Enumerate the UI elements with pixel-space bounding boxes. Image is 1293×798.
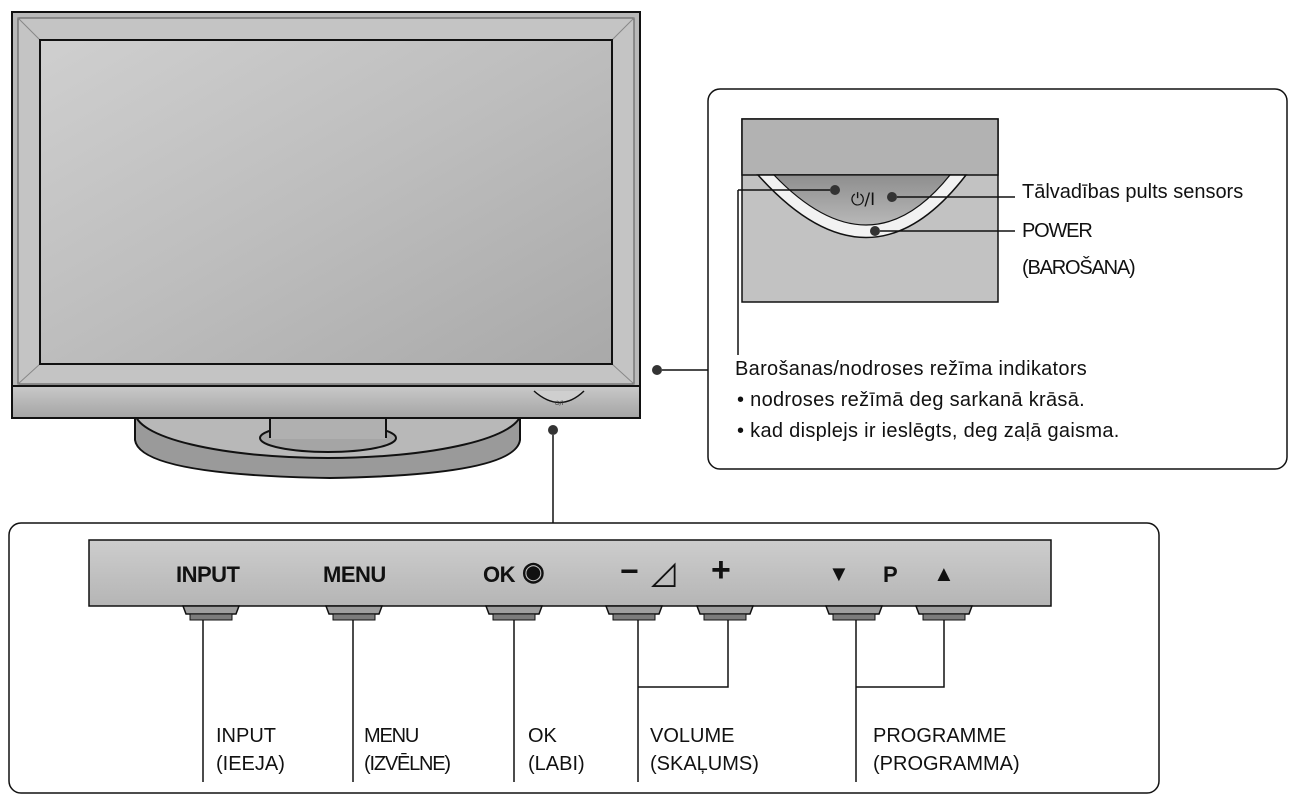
tv-power-symbol: ⏻/I: [555, 400, 564, 407]
programme-up-icon: ▲: [933, 561, 955, 586]
input-button-label: INPUT: [176, 562, 240, 587]
button-programme-up[interactable]: [914, 605, 974, 621]
button-volume-up[interactable]: [695, 605, 755, 621]
button-menu[interactable]: [324, 605, 384, 621]
menu-caption-line2: (IZVĒLNE): [364, 753, 451, 775]
detail-power-symbol: ⏻/I: [851, 190, 875, 210]
power-label: POWER: [1022, 220, 1093, 242]
input-caption-line2: (IEEJA): [216, 753, 285, 775]
indicator-bullet-standby: • nodroses režīmā deg sarkanā krāsā.: [737, 389, 1085, 411]
programme-down-icon: ▼: [828, 561, 850, 586]
power-button-dot: [870, 226, 880, 236]
programme-caption-line1: PROGRAMME: [873, 725, 1007, 747]
ok-circle-icon: ◉: [522, 556, 545, 586]
input-caption: INPUT (IEEJA): [216, 722, 285, 778]
button-programme-down[interactable]: [824, 605, 884, 621]
plus-icon: +: [711, 551, 731, 589]
ok-caption-line2: (LABI): [528, 753, 585, 775]
indicator-led: [830, 185, 840, 195]
button-input[interactable]: [181, 605, 241, 621]
tv-screen: [39, 39, 613, 365]
remote-sensor-dot: [887, 192, 897, 202]
ok-caption: OK (LABI): [528, 722, 585, 778]
indicator-title: Barošanas/nodroses režīma indikators: [735, 358, 1088, 380]
control-panel: [8, 522, 1160, 794]
programme-p-label: P: [883, 562, 898, 587]
volume-caption: VOLUME (SKAĻUMS): [650, 722, 759, 778]
tv-body: ⏻/I: [11, 11, 641, 419]
tv-callout-lines: [548, 365, 708, 523]
button-ok[interactable]: [484, 605, 544, 621]
ok-button-label: OK: [483, 562, 516, 587]
volume-caption-line1: VOLUME: [650, 725, 735, 747]
programme-caption: PROGRAMME (PROGRAMMA): [873, 722, 1020, 778]
indicator-bullet-on: • kad displejs ir ieslēgts, deg zaļā gai…: [737, 420, 1120, 442]
button-volume-down[interactable]: [604, 605, 664, 621]
ok-caption-line1: OK: [528, 725, 557, 747]
volume-caption-line2: (SKAĻUMS): [650, 753, 759, 775]
tv-bottom-strip: [11, 385, 641, 419]
button-leader-lines: [202, 620, 945, 782]
programme-caption-line2: (PROGRAMMA): [873, 753, 1020, 775]
menu-caption: MENU (IZVĒLNE): [364, 722, 451, 778]
volume-icon: ◿: [651, 554, 676, 590]
input-caption-line1: INPUT: [216, 725, 276, 747]
remote-sensor-label: Tālvadības pults sensors: [1022, 181, 1244, 203]
menu-caption-line1: MENU: [364, 725, 419, 747]
detail-panel: ⏻/I: [707, 88, 1288, 470]
menu-button-label: MENU: [323, 562, 386, 587]
minus-icon: −: [620, 553, 639, 589]
power-label-translation: (BAROŠANA): [1022, 257, 1136, 279]
